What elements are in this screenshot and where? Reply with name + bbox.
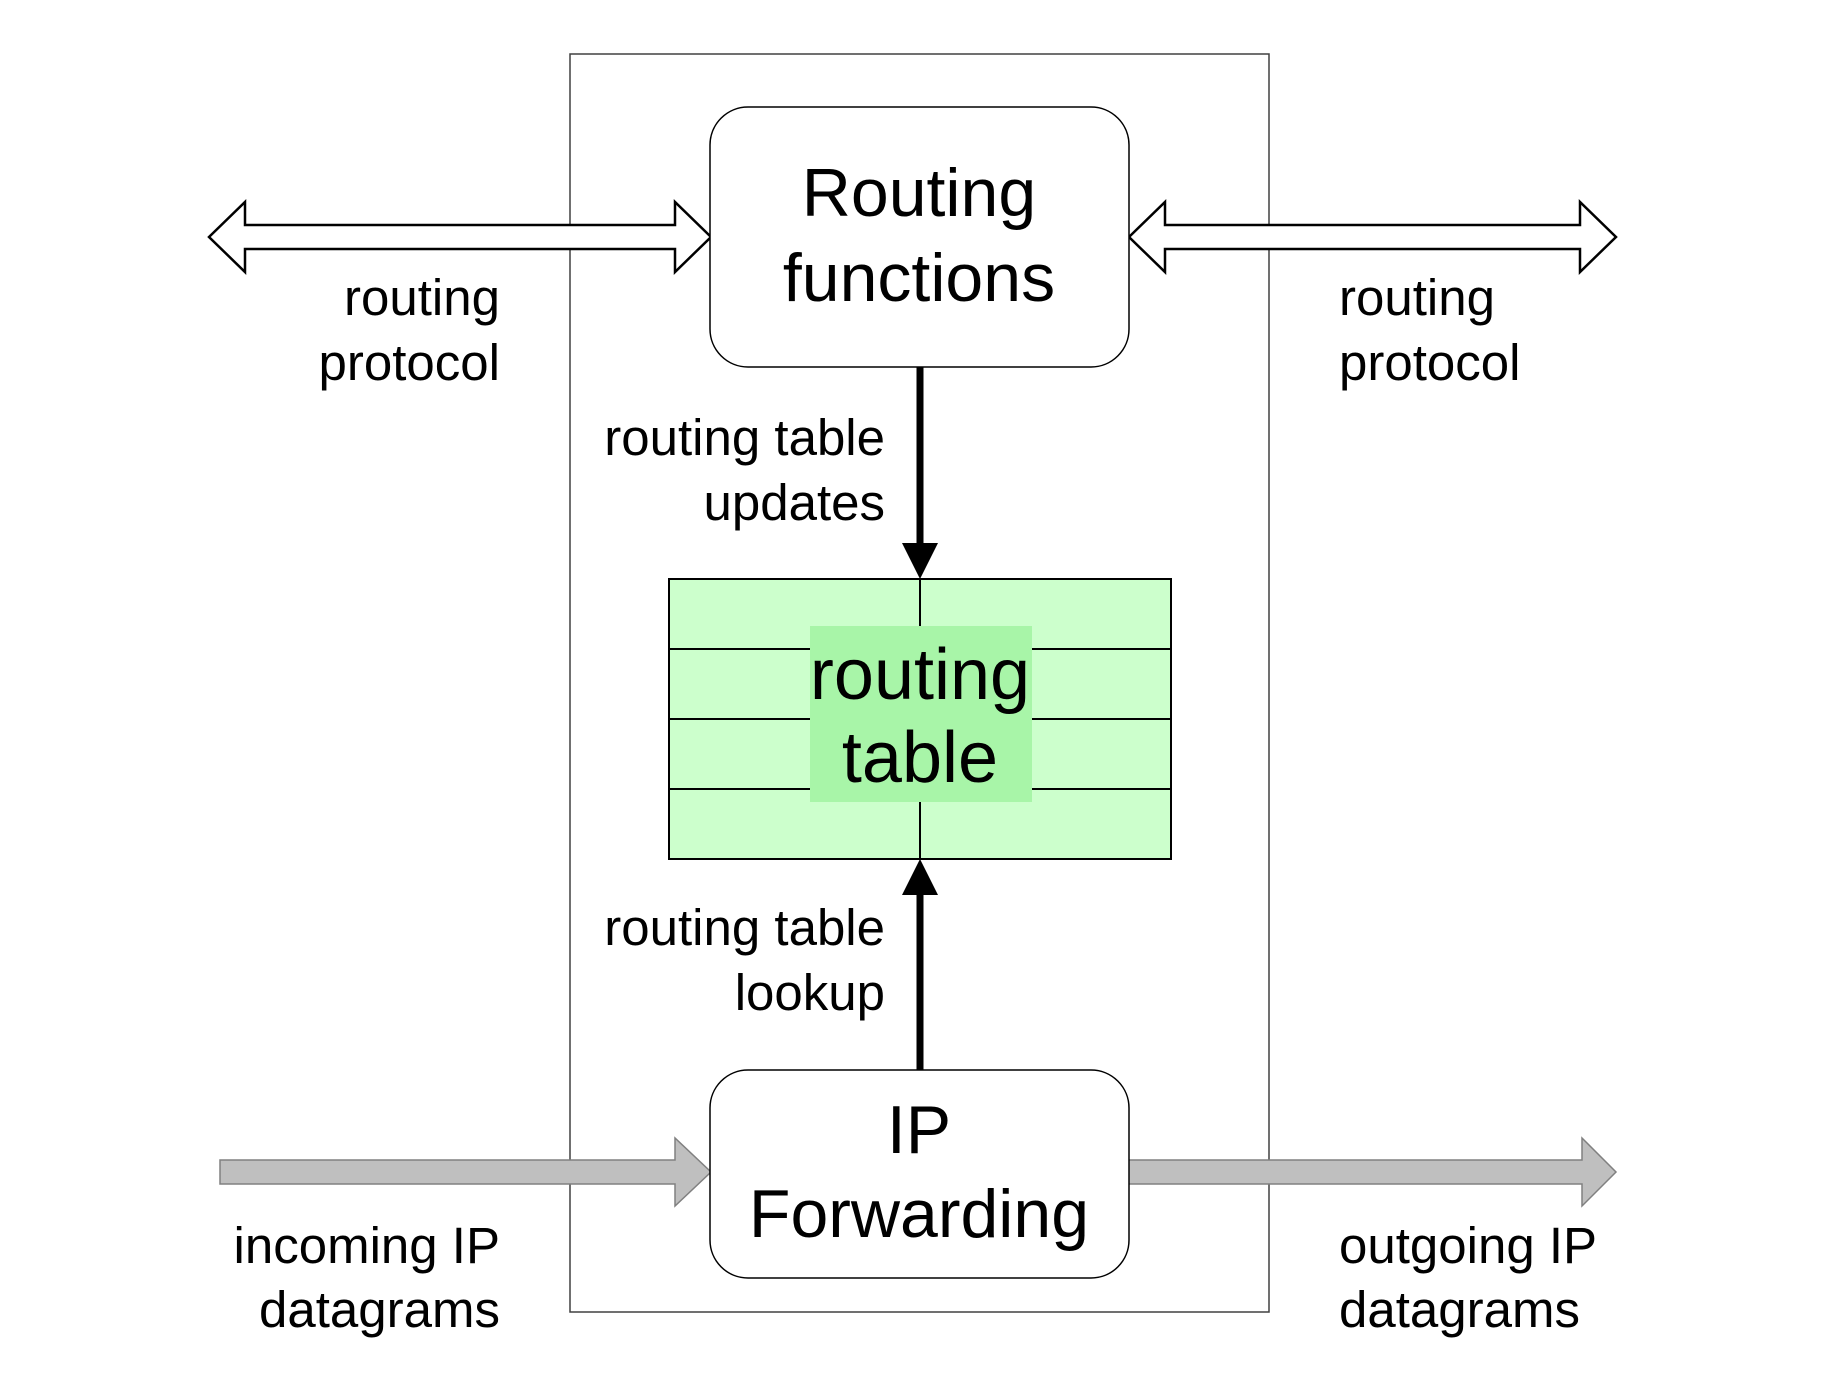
table-updates-label-line1: routing table bbox=[604, 409, 885, 466]
outgoing-datagrams-arrow bbox=[1126, 1136, 1618, 1208]
routing-functions-label-line2: functions bbox=[783, 240, 1055, 316]
routing-protocol-right-arrow bbox=[1127, 199, 1618, 275]
incoming-datagrams-label-line2: datagrams bbox=[259, 1281, 500, 1338]
table-lookup-label-line1: routing table bbox=[604, 899, 885, 956]
ip-forwarding-label-line2: Forwarding bbox=[749, 1176, 1089, 1252]
table-lookup-arrow-head bbox=[902, 859, 938, 895]
ip-forwarding-label-line1: IP bbox=[887, 1092, 951, 1168]
routing-functions-node bbox=[709, 106, 1130, 368]
table-updates-arrow-head bbox=[902, 543, 938, 579]
routing-protocol-left-arrow bbox=[207, 199, 713, 275]
routing-table-node: routing table bbox=[668, 578, 1172, 860]
routing-table-label-line2: table bbox=[842, 718, 998, 798]
routing-functions-label-line1: Routing bbox=[802, 155, 1036, 231]
outgoing-datagrams-label-line1: outgoing IP bbox=[1339, 1217, 1597, 1274]
routing-protocol-left-label-line1: routing bbox=[344, 269, 500, 326]
table-updates-label-line2: updates bbox=[704, 474, 886, 531]
outgoing-datagrams-label-line2: datagrams bbox=[1339, 1281, 1580, 1338]
routing-protocol-left-label-line2: protocol bbox=[319, 334, 500, 391]
routing-table-label-background bbox=[810, 626, 1032, 802]
incoming-datagrams-arrow bbox=[219, 1136, 713, 1208]
incoming-datagrams-label-line1: incoming IP bbox=[234, 1217, 500, 1274]
routing-protocol-right-label-line1: routing bbox=[1339, 269, 1495, 326]
routing-table-label-line1: routing bbox=[810, 635, 1030, 715]
router-boundary bbox=[569, 53, 1270, 1313]
routing-protocol-right-label-line2: protocol bbox=[1339, 334, 1520, 391]
table-lookup-label-line2: lookup bbox=[735, 964, 885, 1021]
